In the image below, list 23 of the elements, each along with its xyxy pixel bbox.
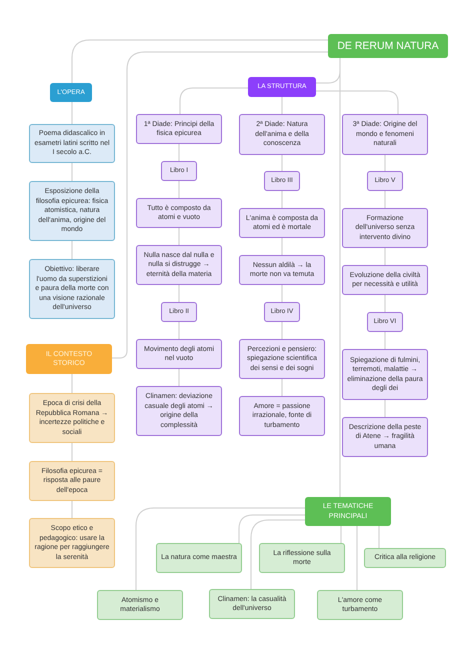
connector-line bbox=[356, 526, 358, 590]
connector-line bbox=[178, 284, 180, 302]
connector-line bbox=[178, 180, 180, 198]
connector-line bbox=[178, 228, 180, 246]
central-topic: DE RERUM NATURA bbox=[328, 34, 448, 58]
connector-line bbox=[316, 90, 398, 114]
connector-line bbox=[178, 144, 180, 162]
connector-line bbox=[238, 514, 306, 544]
connector-line bbox=[378, 526, 380, 548]
connector-line bbox=[250, 520, 306, 590]
connector-line bbox=[384, 190, 386, 208]
connector-line bbox=[178, 322, 180, 340]
connector-line bbox=[178, 368, 180, 386]
connector-line bbox=[384, 154, 386, 172]
connector-line bbox=[384, 400, 386, 418]
connector-line bbox=[136, 508, 306, 590]
connector-line bbox=[180, 88, 248, 114]
connector-line bbox=[340, 526, 342, 544]
connector-line bbox=[384, 248, 386, 266]
connector-line bbox=[384, 332, 386, 350]
connector-line bbox=[384, 294, 386, 312]
connector-line bbox=[72, 40, 328, 84]
connector-line bbox=[112, 52, 328, 358]
